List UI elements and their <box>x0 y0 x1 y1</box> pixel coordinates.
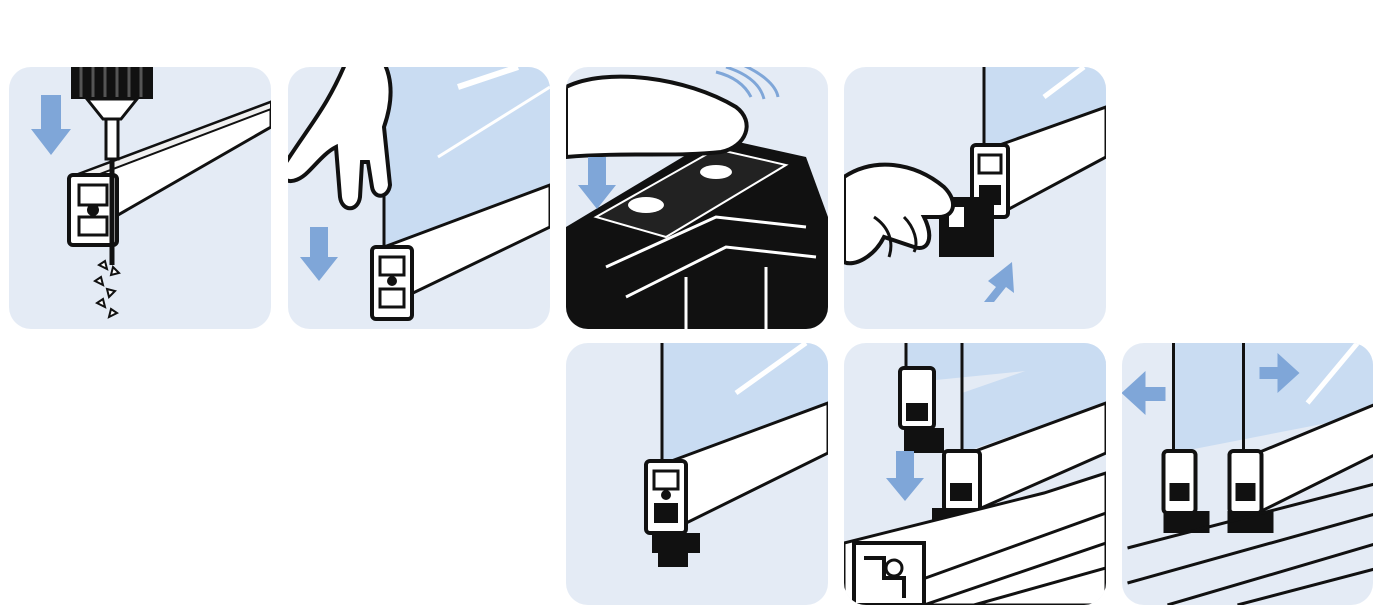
step-2-insert-glass-panel <box>288 67 550 329</box>
step-6-mount-rail-panel <box>844 343 1106 605</box>
mount-on-rail-icon <box>844 343 1106 605</box>
assembled-profile-icon <box>566 343 828 605</box>
finger-press-connector-icon <box>566 67 828 329</box>
step-5-assembled-panel <box>566 343 828 605</box>
step-7-sliding-panel <box>1122 343 1373 605</box>
attach-connector-icon <box>844 67 1106 329</box>
step-4-attach-connector-panel <box>844 67 1106 329</box>
drill-icon <box>9 67 271 329</box>
step-1-drill-panel <box>9 67 271 329</box>
hand-press-icon <box>288 67 550 329</box>
step-3-press-connector-panel <box>566 67 828 329</box>
slide-panels-icon <box>1122 343 1373 605</box>
